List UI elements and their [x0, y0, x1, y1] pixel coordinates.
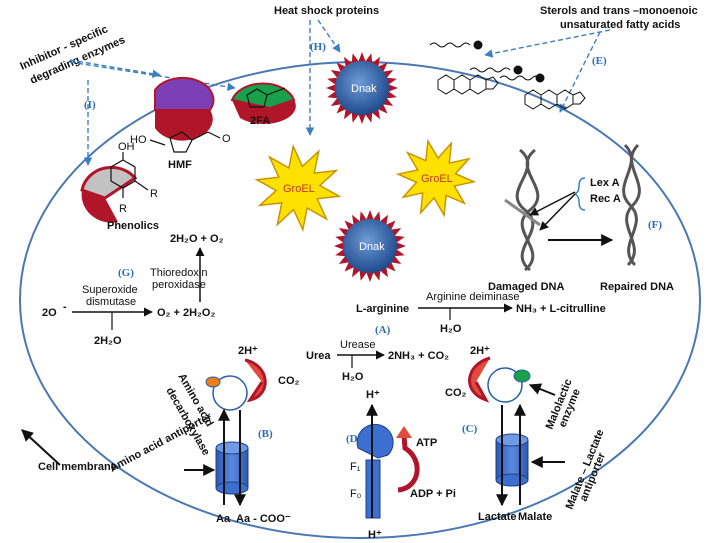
damaged-dna-label: Damaged DNA — [488, 281, 564, 293]
label-B: (B) — [258, 428, 273, 440]
groel-right-label: GroEL — [421, 173, 453, 185]
hmf-o-label: O — [222, 133, 231, 145]
hmf-ho-label: HO — [130, 134, 147, 146]
ros-product-label: O₂ + 2H₂O₂ — [157, 307, 215, 319]
atpase-h-bottom-label: H⁺ — [368, 529, 382, 541]
arginine-enzyme-label: Arginine deiminase — [426, 291, 520, 303]
hmf-label: HMF — [168, 159, 192, 171]
sod-label-line2: dismutase — [86, 296, 136, 308]
f1-label: F₁ — [350, 461, 361, 473]
cell-membrane-pointer — [21, 429, 61, 466]
phenolics-oh-label: OH — [118, 141, 135, 153]
label-F: (F) — [648, 219, 662, 231]
superoxide-charge: - — [63, 301, 67, 313]
lexa-label: Lex A — [590, 177, 620, 189]
fatty-acid-icons — [429, 40, 545, 83]
fa-molecule-icon — [246, 87, 286, 108]
trx-label-line1: Thioredoxin — [150, 267, 207, 279]
atp-label: ATP — [416, 437, 437, 449]
phenolics-r-label-bottom: R — [119, 203, 127, 215]
label-E: (E) — [592, 55, 607, 67]
phenolics-label: Phenolics — [107, 220, 159, 232]
aa-proton-label: 2H⁺ — [238, 345, 258, 357]
reca-label: Rec A — [590, 193, 621, 205]
urea-product-label: 2NH₃ + CO₂ — [388, 350, 449, 362]
hmf-enzyme-icon — [154, 76, 215, 141]
f0-label: F₀ — [350, 488, 361, 500]
repaired-dna-icon — [622, 143, 641, 267]
malate-enzyme-icon — [513, 369, 531, 383]
aa-enzyme-icon — [205, 376, 221, 388]
arginine-substrate-label: L-arginine — [356, 303, 409, 315]
repaired-dna-label: Repaired DNA — [600, 281, 674, 293]
dnak-bottom-icon — [334, 210, 406, 282]
aa-co2-arrow — [244, 358, 267, 403]
fa-label: 2FA — [250, 115, 270, 127]
label-I: (I) — [84, 99, 96, 111]
label-H: (H) — [310, 41, 326, 53]
sterols-label-line1: Sterols and trans –monoenoic — [540, 5, 698, 17]
adp-label: ADP + Pi — [410, 488, 456, 500]
malate-co2-label: CO₂ — [445, 387, 467, 399]
reca-arrow — [539, 193, 576, 231]
urea-substrate-label: Urea — [306, 350, 331, 362]
sod-label-line1: Superoxide — [82, 284, 138, 296]
lexa-reca-brace — [573, 177, 586, 211]
sod-water-label: 2H₂O — [94, 335, 122, 347]
dnak-bottom-label: Dnak — [359, 241, 385, 253]
sterols-label-line2: unsaturated fatty acids — [560, 19, 680, 31]
aa-co2-label: CO₂ — [278, 375, 300, 387]
malate-label: Malate — [518, 511, 552, 523]
lexa-arrow — [529, 191, 576, 216]
malate-proton-label: 2H⁺ — [470, 345, 490, 357]
phenolics-r-label-right: R — [150, 188, 158, 200]
malate-enzyme-pointer — [528, 383, 556, 396]
dashed-arrows — [69, 19, 611, 166]
groel-left-label: GroEL — [283, 183, 315, 195]
arginine-water-label: H₂O — [440, 323, 462, 335]
phenolics-enzyme-icon — [80, 165, 138, 223]
label-A: (A) — [375, 324, 391, 336]
aa-label: Aa — [216, 513, 231, 525]
fa-enzyme-icon — [230, 82, 296, 124]
malate-enzyme-ring — [487, 367, 523, 403]
heat-shock-label: Heat shock proteins — [274, 5, 379, 17]
ros-final-label: 2H₂O + O₂ — [170, 233, 224, 245]
arginine-product-label: NH₃ + L-citrulline — [516, 303, 606, 315]
dnak-top-icon — [326, 52, 398, 124]
label-C: (C) — [462, 423, 478, 435]
lactate-label: Lactate — [478, 511, 517, 523]
groel-right-icon — [395, 138, 477, 218]
urease-water-label: H₂O — [342, 371, 364, 383]
atpase-icon — [356, 423, 394, 519]
damaged-dna-icon — [504, 148, 541, 272]
aa-out-label: Aa - COO⁻ — [236, 513, 291, 525]
trx-label-line2: peroxidase — [152, 279, 206, 291]
label-G: (G) — [118, 267, 134, 279]
atp-synthesis-arrow — [397, 435, 420, 493]
atpase-h-top-label: H⁺ — [366, 389, 380, 401]
malate-antiporter-icon — [495, 433, 529, 487]
groel-left-icon — [254, 143, 342, 233]
dnak-top-label: Dnak — [351, 83, 377, 95]
superoxide-label: 2O — [42, 307, 57, 319]
sterol-icons — [437, 74, 586, 110]
cell-membrane-label: Cell membrane — [38, 461, 117, 473]
aa-antiporter-icon — [215, 441, 249, 495]
phenolics-molecule-icon — [110, 152, 149, 198]
hmf-molecule-icon — [149, 131, 221, 153]
aa-enzyme-ring — [212, 375, 248, 411]
urease-enzyme-label: Urease — [340, 339, 375, 351]
malate-co2-arrow — [468, 356, 491, 403]
atp-arrowhead-icon — [396, 426, 412, 438]
